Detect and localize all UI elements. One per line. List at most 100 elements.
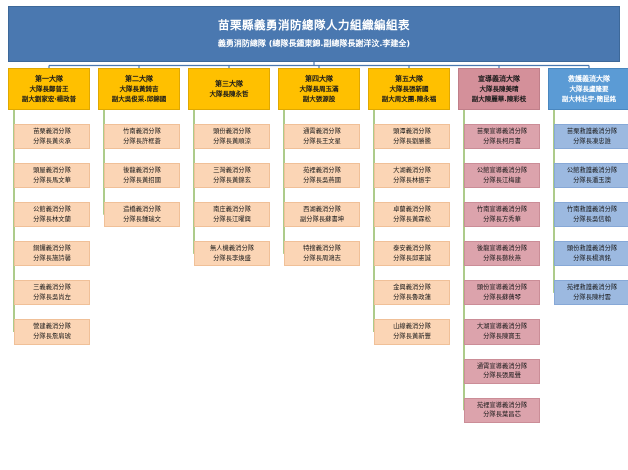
brigade-header-brigade-5[interactable]: 第五大隊大隊長張新國副大周文團.陳永福 [368,68,450,110]
brigade-title: 救護義消大隊 [568,74,610,83]
squad-leader: 分隊長林文蘭 [33,215,71,223]
squad-leader: 分隊長施詩馨 [33,254,71,262]
squad-name: 泰安義消分隊 [393,245,431,253]
squad-node[interactable]: 竹南宣導義消分隊分隊長方秀華 [464,202,540,228]
squad-node[interactable]: 苗栗救護義消分隊分隊長凍忠誰 [554,124,628,150]
brigade-title: 第三大隊 [215,79,243,88]
squad-node[interactable]: 泰安義消分隊分隊長邱憲誠 [374,241,450,267]
squad-node[interactable]: 公館救護義消分隊分隊長潘玉澳 [554,163,628,189]
brigade-header-brigade-1[interactable]: 第一大隊大隊長鄭普王副大劉家宏‧楊政普 [8,68,90,110]
brigade-header-rescue-brigade[interactable]: 救護義消大隊大隊長盧隆要副大林壯宇‧簡昆銘 [548,68,628,110]
squad-leader: 分隊長劉勝騰 [393,137,431,145]
brigade-header-brigade-2[interactable]: 第二大隊大隊長黃錡吉副大吳俊采.邱錦國 [98,68,180,110]
brigade-header-promotion-brigade[interactable]: 宣導義消大隊大隊長陳美晴副大陳麗華.陳彩枝 [458,68,540,110]
squad-node[interactable]: 三義義消分隊分隊長吳尚左 [14,280,90,306]
squad-node[interactable]: 頭份宣導義消分隊分隊長蘇蒨琴 [464,280,540,306]
squad-name: 竹南義消分隊 [123,128,161,135]
squad-node[interactable]: 苗栗宣導義消分隊分隊長柯月書 [464,124,540,150]
squad-name: 竹南宣導義消分隊 [476,206,528,214]
brigade-title: 第五大隊 [395,74,423,83]
squad-name: 苗栗宣導義消分隊 [476,128,528,135]
squad-name: 頭份義消分隊 [213,128,251,135]
squad-node[interactable]: 通霄義消分隊分隊長王文星 [284,124,360,150]
squad-name: 三灣義消分隊 [213,167,251,175]
squad-leader: 分隊長吳燕國 [303,176,341,184]
squad-name: 頭份救護義消分隊 [566,245,618,253]
squad-node[interactable]: 通霄宣導義消分隊分隊長張鳳聲 [464,358,540,384]
squad-leader: 分隊長邱憲誠 [393,254,431,262]
column-promotion-brigade: 宣導義消大隊大隊長陳美晴副大陳麗華.陳彩枝苗栗宣導義消分隊分隊長柯月書公館宣導義… [458,68,540,437]
squad-name: 苗栗救護義消分隊 [566,128,618,135]
squad-node[interactable]: 特搜義消分隊分隊長周鴻志 [284,241,360,267]
squad-list: 苗栗宣導義消分隊分隊長柯月書公館宣導義消分隊分隊長江梅建竹南宣導義消分隊分隊長方… [458,124,540,423]
squad-node[interactable]: 頭份義消分隊分隊長黃順涼 [194,124,270,150]
squad-leader: 分隊長吳尚左 [33,293,71,301]
squad-node[interactable]: 苗栗義消分隊分隊長黃炎承 [14,124,90,150]
brigade-officer: 大隊長陳永哲 [209,89,249,98]
squad-leader: 分隊長詹肩琥 [33,333,71,341]
squad-name: 頭潭義消分隊 [393,128,431,135]
squad-node[interactable]: 卓蘭義消分隊分隊長黃霖松 [374,202,450,228]
squad-node[interactable]: 苑裡義消分隊分隊長吳燕國 [284,163,360,189]
squad-name: 大湖宣導義消分隊 [476,323,528,331]
squad-leader: 分隊長潘玉澳 [573,176,611,184]
squad-node[interactable]: 頭屋義消分隊分隊長馬文華 [14,163,90,189]
squad-name: 大湖義消分隊 [393,167,431,175]
brigade-officer: 大隊長張新國 [389,84,429,93]
brigade-title: 第四大隊 [305,74,333,83]
squad-node[interactable]: 竹南救護義消分隊分隊長吳信翰 [554,202,628,228]
squad-node[interactable]: 銅鑼義消分隊分隊長施詩馨 [14,241,90,267]
squad-node[interactable]: 大湖宣導義消分隊分隊長陳寶玉 [464,319,540,345]
squad-leader: 分隊長蘇蒨琴 [483,293,521,301]
squad-node[interactable]: 苑裡救護義消分隊分隊長陳村雲 [554,280,628,306]
squad-node[interactable]: 後龍宣導義消分隊分隊長藝秋燕 [464,241,540,267]
squad-name: 苑裡救護義消分隊 [566,284,618,292]
column-brigade-4: 第四大隊大隊長周玉滿副大張源設通霄義消分隊分隊長王文星苑裡義消分隊分隊長吳燕國西… [278,68,360,280]
squad-node[interactable]: 營建義消分隊分隊長詹肩琥 [14,319,90,345]
brigade-officer: 副大吳俊采.邱錦國 [111,95,167,104]
squad-name: 公館義消分隊 [33,206,71,214]
squad-node[interactable]: 無人機義消分隊分隊長李煥盛 [194,241,270,267]
squad-name: 公館救護義消分隊 [566,167,618,175]
squad-node[interactable]: 大湖義消分隊分隊長林振宇 [374,163,450,189]
squad-name: 竹南救護義消分隊 [566,206,618,214]
squad-leader: 分隊長黃順涼 [213,137,251,145]
squad-node[interactable]: 三灣義消分隊分隊長黃錦玄 [194,163,270,189]
squad-leader: 分隊長王文星 [303,137,341,145]
brigade-title: 第二大隊 [125,74,153,83]
squad-node[interactable]: 苑裡宣導義消分隊分隊長葉昌芯 [464,397,540,423]
brigade-officer: 大隊長鄭普王 [29,84,69,93]
squad-leader: 分隊長黃錦玄 [213,176,251,184]
squad-node[interactable]: 公館義消分隊分隊長林文蘭 [14,202,90,228]
squad-leader: 分隊長黃炎承 [33,137,71,145]
squad-node[interactable]: 後龍義消分隊分隊長黃招國 [104,163,180,189]
squad-list: 竹南義消分隊分隊長許框蒼後龍義消分隊分隊長黃招國造橋義消分隊分隊長鍾瑞文 [98,124,180,228]
squad-name: 通霄義消分隊 [303,128,341,135]
brigade-header-brigade-4[interactable]: 第四大隊大隊長周玉滿副大張源設 [278,68,360,110]
squad-node[interactable]: 南庄義消分隊分隊長江曜興 [194,202,270,228]
squad-name: 三義義消分隊 [33,284,71,292]
column-brigade-5: 第五大隊大隊長張新國副大周文團.陳永福頭潭義消分隊分隊長劉勝騰大湖義消分隊分隊長… [368,68,450,359]
squad-leader: 分隊長方秀華 [483,215,521,223]
squad-name: 無人機義消分隊 [209,245,255,253]
squad-node[interactable]: 山線義消分隊分隊長黃新豐 [374,319,450,345]
squad-node[interactable]: 頭份救護義消分隊分隊長楊濟銘 [554,241,628,267]
squad-list: 頭潭義消分隊分隊長劉勝騰大湖義消分隊分隊長林振宇卓蘭義消分隊分隊長黃霖松泰安義消… [368,124,450,345]
squad-name: 通霄宣導義消分隊 [476,362,528,370]
squad-name: 金興義消分隊 [393,284,431,292]
brigade-officer: 大隊長盧隆要 [569,84,609,93]
squad-name: 頭屋義消分隊 [33,167,71,175]
squad-node[interactable]: 公館宣導義消分隊分隊長江梅建 [464,163,540,189]
squad-node[interactable]: 竹南義消分隊分隊長許框蒼 [104,124,180,150]
brigade-header-brigade-3[interactable]: 第三大隊大隊長陳永哲 [188,68,270,110]
column-brigade-2: 第二大隊大隊長黃錡吉副大吳俊采.邱錦國竹南義消分隊分隊長許框蒼後龍義消分隊分隊長… [98,68,180,241]
squad-name: 苑裡義消分隊 [303,167,341,175]
squad-node[interactable]: 西湖義消分隊副分隊長蘇書坤 [284,202,360,228]
squad-node[interactable]: 頭潭義消分隊分隊長劉勝騰 [374,124,450,150]
brigade-title: 第一大隊 [35,74,63,83]
squad-leader: 分隊長江梅建 [483,176,521,184]
squad-list: 通霄義消分隊分隊長王文星苑裡義消分隊分隊長吳燕國西湖義消分隊副分隊長蘇書坤特搜義… [278,124,360,267]
squad-node[interactable]: 造橋義消分隊分隊長鍾瑞文 [104,202,180,228]
squad-node[interactable]: 金興義消分隊分隊長魯政蓮 [374,280,450,306]
